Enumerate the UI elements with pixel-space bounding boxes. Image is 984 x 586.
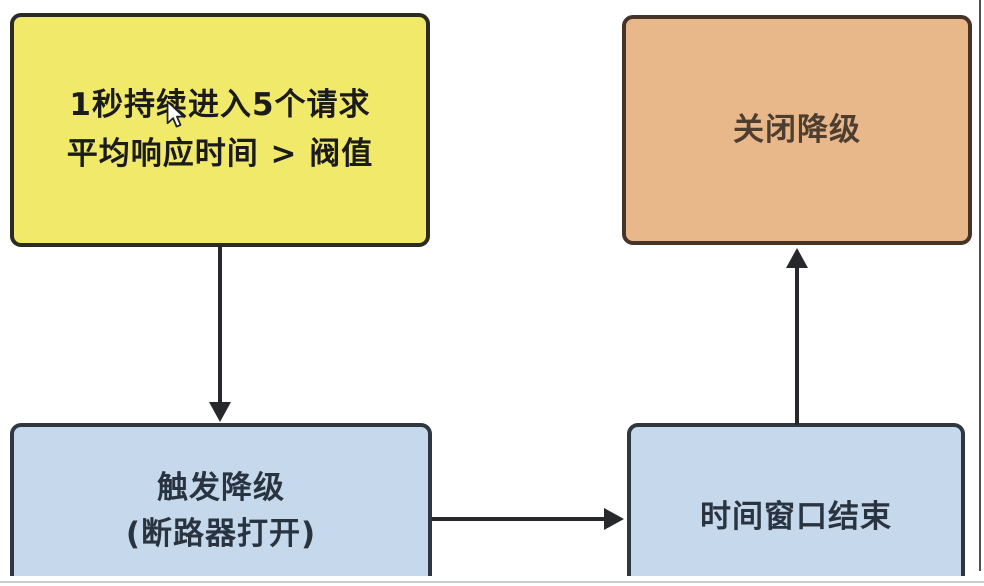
window-right-border-line	[979, 0, 981, 571]
trigger-degrade-line-2: (断路器打开)	[125, 516, 317, 552]
condition-line-2: 平均响应时间 > 阀值	[66, 136, 374, 172]
condition-line-1: 1秒持续进入5个请求	[69, 87, 371, 123]
node-close-degrade: 关闭降级	[622, 15, 972, 245]
close-degrade-label: 关闭降级	[733, 111, 861, 148]
node-trigger-degrade: 触发降级 (断路器打开)	[10, 423, 432, 576]
arrow-shaft	[432, 517, 606, 521]
node-degrade-condition: 1秒持续进入5个请求 平均响应时间 > 阀值	[10, 13, 430, 247]
node-time-window-end: 时间窗口结束	[627, 423, 965, 576]
time-window-end-label: 时间窗口结束	[700, 499, 892, 535]
mouse-cursor-icon	[166, 100, 185, 128]
arrow-shaft	[218, 247, 222, 405]
arrowhead-up-icon	[786, 248, 808, 268]
trigger-degrade-line-1: 触发降级	[157, 470, 285, 506]
arrowhead-down-icon	[209, 402, 231, 422]
arrow-shaft	[795, 266, 799, 425]
frame-bottom-line	[0, 581, 984, 583]
arrowhead-right-icon	[604, 508, 624, 530]
